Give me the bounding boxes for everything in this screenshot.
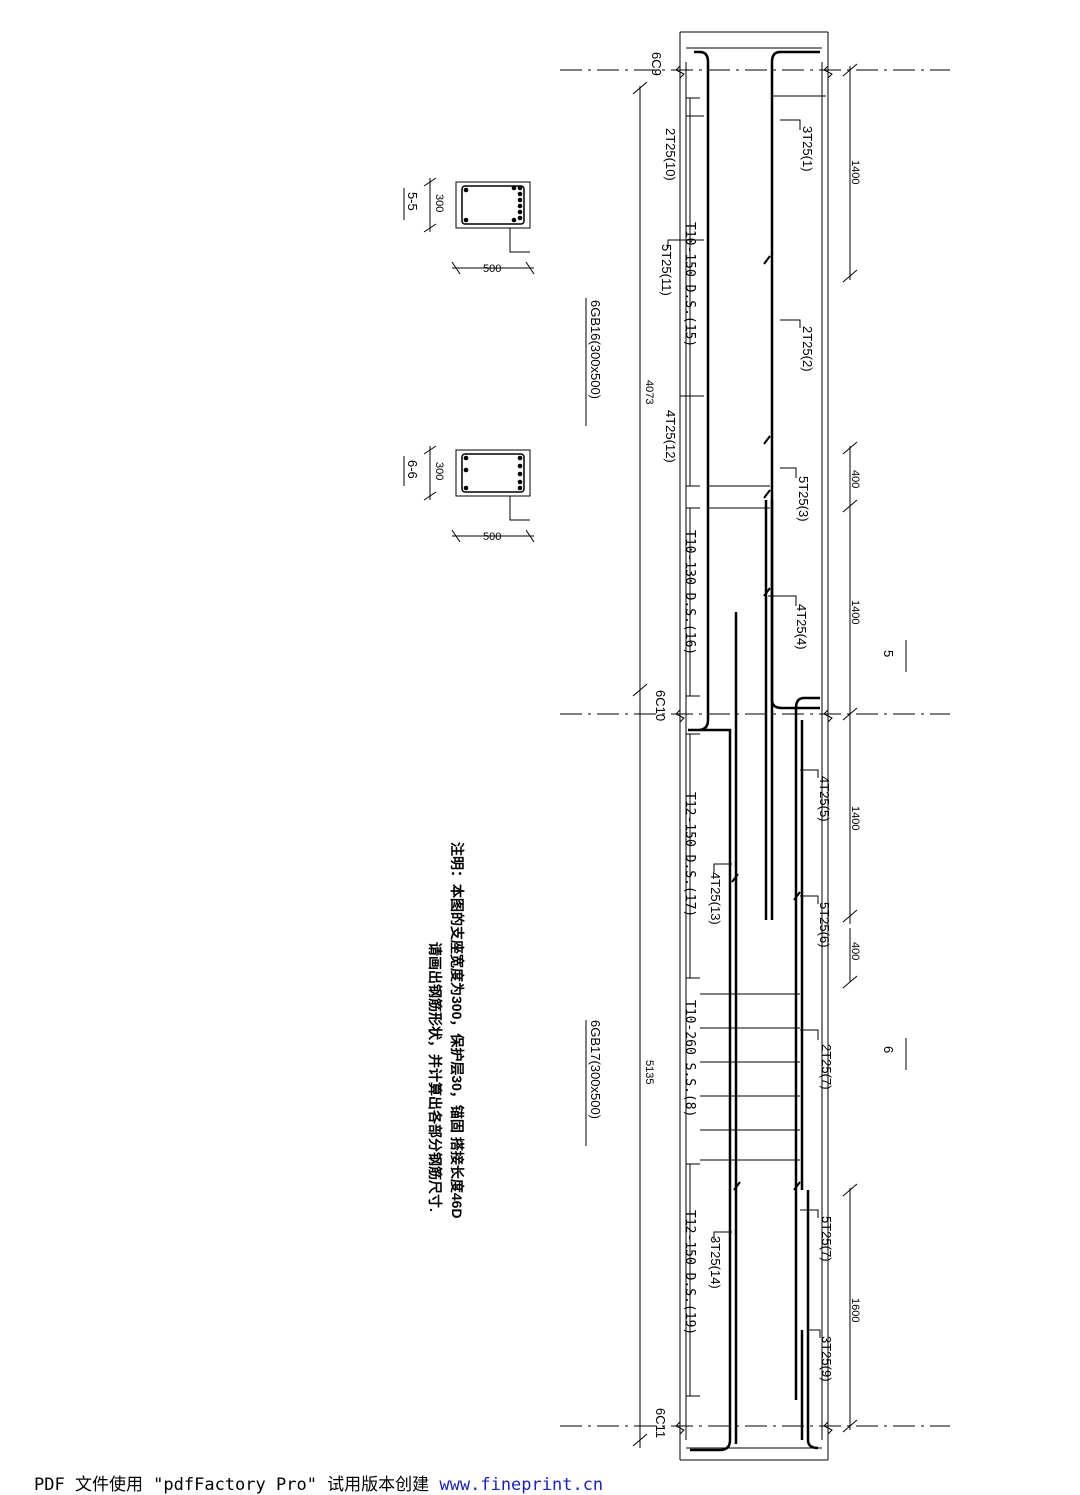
stirrup-label-8: T10-260 S.S.(8) xyxy=(682,1000,697,1117)
note-line-2: 请画出钢筋形状，并计算出各部分钢筋尺寸. xyxy=(427,942,443,1212)
top-bar-label-2: 2T25(2) xyxy=(800,326,815,372)
top-bar-label-7: 2T25(7) xyxy=(819,1044,834,1090)
section-5-5 xyxy=(403,177,535,275)
dim-label-3: 1400 xyxy=(849,600,861,624)
beam1-length: 4073 xyxy=(643,380,655,404)
bottom-bar-label-12: 4T25(12) xyxy=(663,410,678,463)
axis-lines xyxy=(560,69,950,1427)
section-6-6-bars xyxy=(463,455,523,491)
bottom-bar-label-10: 2T25(10) xyxy=(663,128,678,181)
footer-link[interactable]: www.fineprint.cn xyxy=(439,1475,604,1495)
top-bar-label-6: 5T25(6) xyxy=(817,902,832,948)
axis-label-middle: 6C10 xyxy=(653,690,668,721)
stirrup-label-15: T10-150 D.S.(15) xyxy=(682,222,697,347)
dim-label-4: 1400 xyxy=(849,806,861,830)
stirrup-label-16: T10-130 D.S.(16) xyxy=(682,530,697,655)
axis-label-top: 6C9 xyxy=(649,52,664,76)
section-6-6 xyxy=(403,445,535,543)
stirrup-label-19: T12-150 D.S.(19) xyxy=(682,1210,697,1335)
leader-lines xyxy=(667,95,826,1338)
top-bar-label-4: 4T25(4) xyxy=(794,604,809,650)
top-bar-label-8: 5T25(7) xyxy=(819,1216,834,1262)
section-6-6-width: 300 xyxy=(433,462,445,480)
main-rebars xyxy=(688,50,820,1452)
bottom-bar-label-11: 5T25(11) xyxy=(659,244,674,296)
beam1-name: 6GB16(300x500) xyxy=(588,300,603,399)
top-bar-label-9: 3T25(9) xyxy=(819,1336,834,1382)
beam-outline xyxy=(675,31,833,1461)
left-dimension-line xyxy=(632,81,648,1448)
section-marker-5: 5 xyxy=(881,650,896,657)
section-6-6-outline xyxy=(455,449,531,497)
section-5-5-width: 300 xyxy=(433,194,445,212)
section-5-5-outline xyxy=(455,181,531,229)
pdf-footer: PDF 文件使用 "pdfFactory Pro" 试用版本创建 www.fin… xyxy=(34,1470,603,1495)
stirrup-lines xyxy=(700,485,800,1161)
axis-label-bottom: 6C11 xyxy=(653,1408,668,1438)
top-bar-label-5: 4T25(5) xyxy=(817,776,832,822)
dim-label-6: 1600 xyxy=(849,1298,861,1322)
section-6-6-height: 500 xyxy=(483,531,501,543)
stirrup-label-17: T12-150 D.S.(17) xyxy=(682,792,697,917)
section-5-5-stirrup xyxy=(461,185,525,225)
section-5-5-bars xyxy=(463,185,523,223)
bottom-bar-label-13: 4T25(13) xyxy=(708,872,723,925)
footer-text: PDF 文件使用 "pdfFactory Pro" 试用版本创建 xyxy=(34,1475,440,1495)
bottom-bar-label-14: 3T25(14) xyxy=(708,1236,723,1289)
section-5-5-title: 5-5 xyxy=(405,192,420,211)
stirrup-ranges xyxy=(686,97,700,1397)
section-6-6-title: 6-6 xyxy=(405,460,420,479)
dim-label-2: 400 xyxy=(849,470,861,488)
top-bar-label-1: 3T25(1) xyxy=(800,126,815,172)
dim-label-1: 1400 xyxy=(849,160,861,184)
dim-label-5: 400 xyxy=(849,942,861,960)
section-marker-6: 6 xyxy=(881,1046,896,1053)
note-line-1: 注明：本图的支座宽度为300，保护层30，锚固 搭接长度46D xyxy=(449,842,465,1219)
section-6-6-stirrup xyxy=(461,453,525,493)
lap-ticks xyxy=(731,255,801,1191)
beam2-length: 5135 xyxy=(643,1060,655,1084)
right-dimension-line xyxy=(842,63,858,1433)
top-bar-label-3: 5T25(3) xyxy=(796,476,811,522)
beam2-name: 6GB17(300x500) xyxy=(588,1020,603,1119)
section-5-5-height: 500 xyxy=(483,263,501,275)
